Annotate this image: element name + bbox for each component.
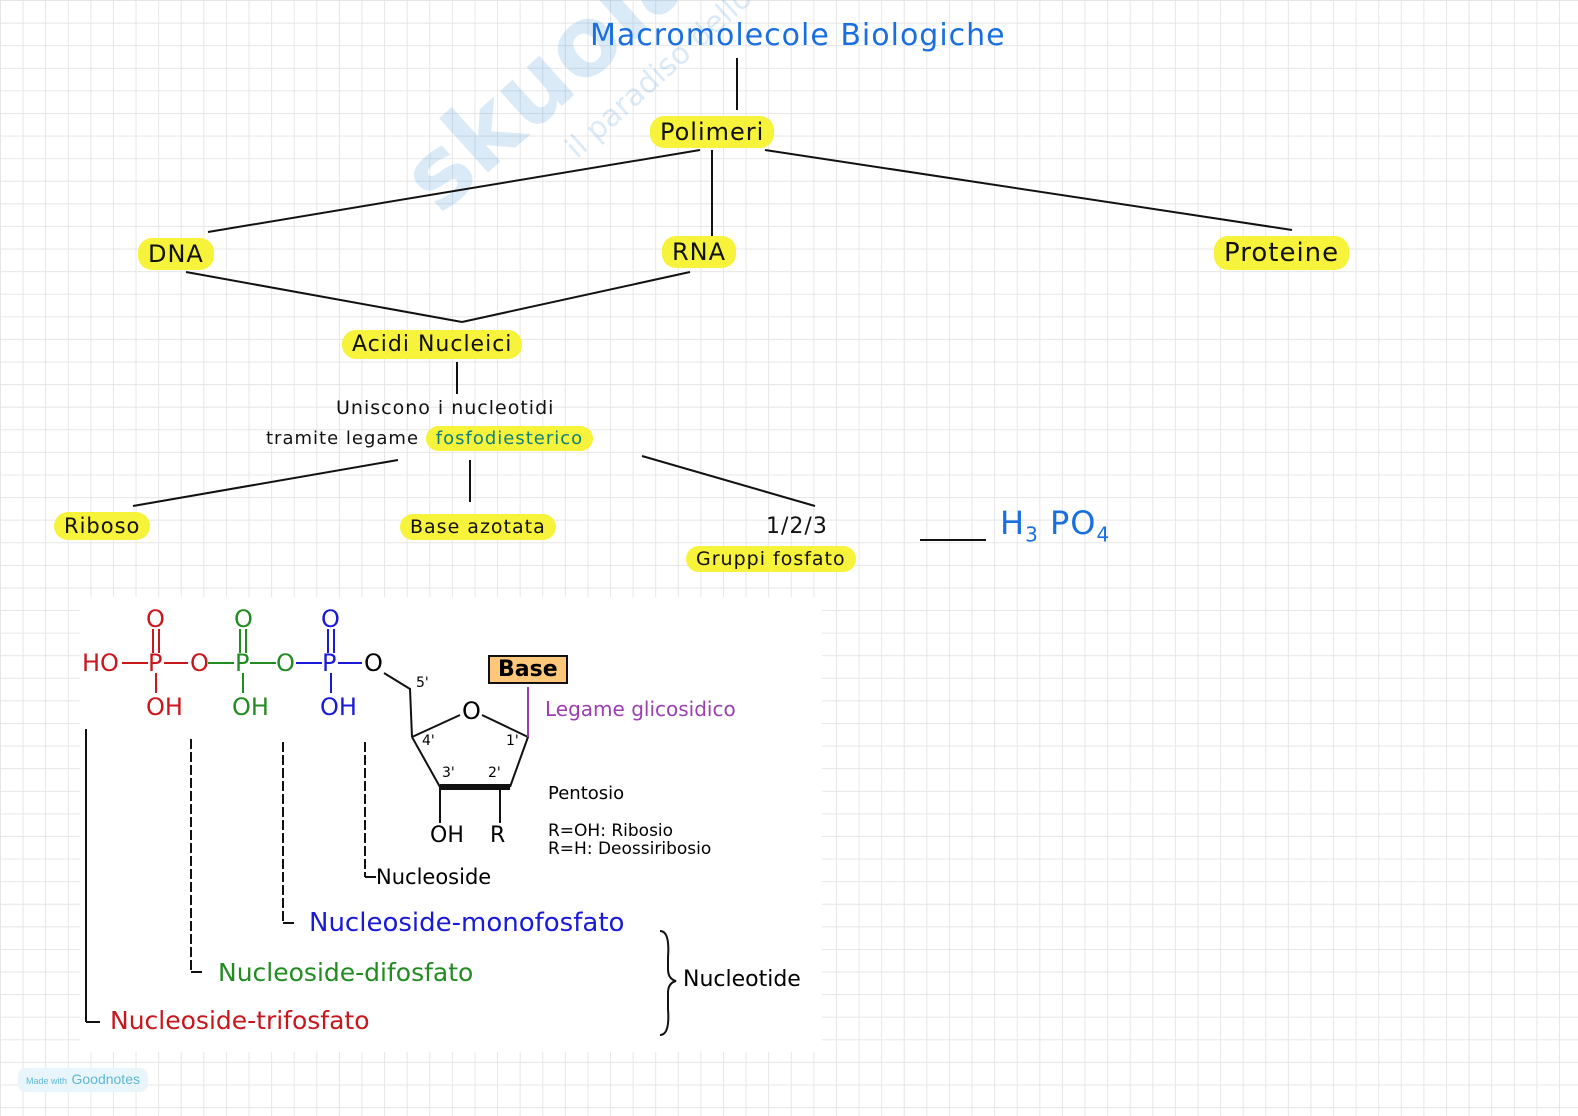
made-with-text: Made with	[26, 1076, 68, 1086]
pentosio-label: Pentosio	[548, 783, 625, 804]
page-title: Macromolecole Biologiche	[590, 18, 1006, 53]
atom-p: P	[148, 649, 163, 677]
atom-p: P	[322, 649, 337, 677]
atom-p: P	[235, 649, 250, 677]
atom-o: O	[276, 649, 295, 677]
formula-h3po4: H3 PO4	[1000, 504, 1110, 546]
formula-sub-4: 4	[1096, 522, 1111, 547]
nucleotide-structure-figure: O HO P O OH O P O OH O P OH O O Base Leg…	[80, 597, 822, 1052]
pos-2: 2'	[488, 765, 501, 781]
ring-oxygen: O	[462, 697, 481, 725]
node-rna: RNA	[662, 236, 737, 268]
link-text-line1: Uniscono i nucleotidi	[336, 397, 555, 419]
node-acidi-nucleici: Acidi Nucleici	[342, 330, 523, 359]
atom-ho: HO	[82, 649, 119, 677]
nucleoside-label: Nucleoside	[376, 865, 492, 889]
atom-o: O	[364, 649, 383, 677]
formula-sub-3: 3	[1025, 522, 1039, 547]
node-gruppi-count: 1/2/3	[766, 514, 828, 539]
atom-o: O	[190, 649, 209, 677]
pos-4: 4'	[422, 733, 435, 749]
goodnotes-badge: Made with Goodnotes	[18, 1068, 148, 1092]
link-text-line2: tramite legame fosfodiesterico	[266, 426, 594, 451]
node-gruppi-fosfato: Gruppi fosfato	[686, 546, 856, 572]
deossiribosio-note: R=H: Deossiribosio	[548, 839, 712, 859]
node-base-azotata: Base azotata	[400, 514, 556, 540]
difosfato-label: Nucleoside-difosfato	[218, 958, 474, 987]
link-text-prefix: tramite legame	[266, 428, 420, 449]
pos-1: 1'	[506, 733, 519, 749]
atom-o: O	[146, 605, 165, 633]
molecule-bonds	[85, 629, 677, 1036]
node-riboso: Riboso	[54, 512, 151, 540]
atom-oh: OH	[320, 693, 357, 721]
pos-5: 5'	[416, 675, 429, 691]
node-polimeri: Polimeri	[650, 116, 775, 148]
atom-oh: OH	[232, 693, 269, 721]
base-box: Base	[488, 655, 568, 684]
atom-o: O	[234, 605, 253, 633]
atom-o: O	[321, 605, 340, 633]
atom-r: R	[490, 823, 506, 848]
nucleotide-label: Nucleotide	[683, 967, 801, 992]
trifosfato-label: Nucleoside-trifosfato	[110, 1006, 370, 1035]
formula-h: H	[1000, 504, 1026, 542]
ribosio-note: R=OH: Ribosio	[548, 821, 674, 841]
legame-glicosidico-label: Legame glicosidico	[545, 697, 736, 721]
monofosfato-label: Nucleoside-monofosfato	[309, 908, 625, 938]
link-text-highlight: fosfodiesterico	[425, 426, 594, 451]
node-proteine: Proteine	[1214, 236, 1350, 270]
node-dna: DNA	[138, 238, 214, 270]
goodnotes-brand: Goodnotes	[71, 1071, 140, 1087]
atom-oh: OH	[146, 693, 183, 721]
pos-3: 3'	[442, 765, 455, 781]
formula-po: PO	[1049, 504, 1097, 542]
atom-oh: OH	[430, 823, 464, 848]
